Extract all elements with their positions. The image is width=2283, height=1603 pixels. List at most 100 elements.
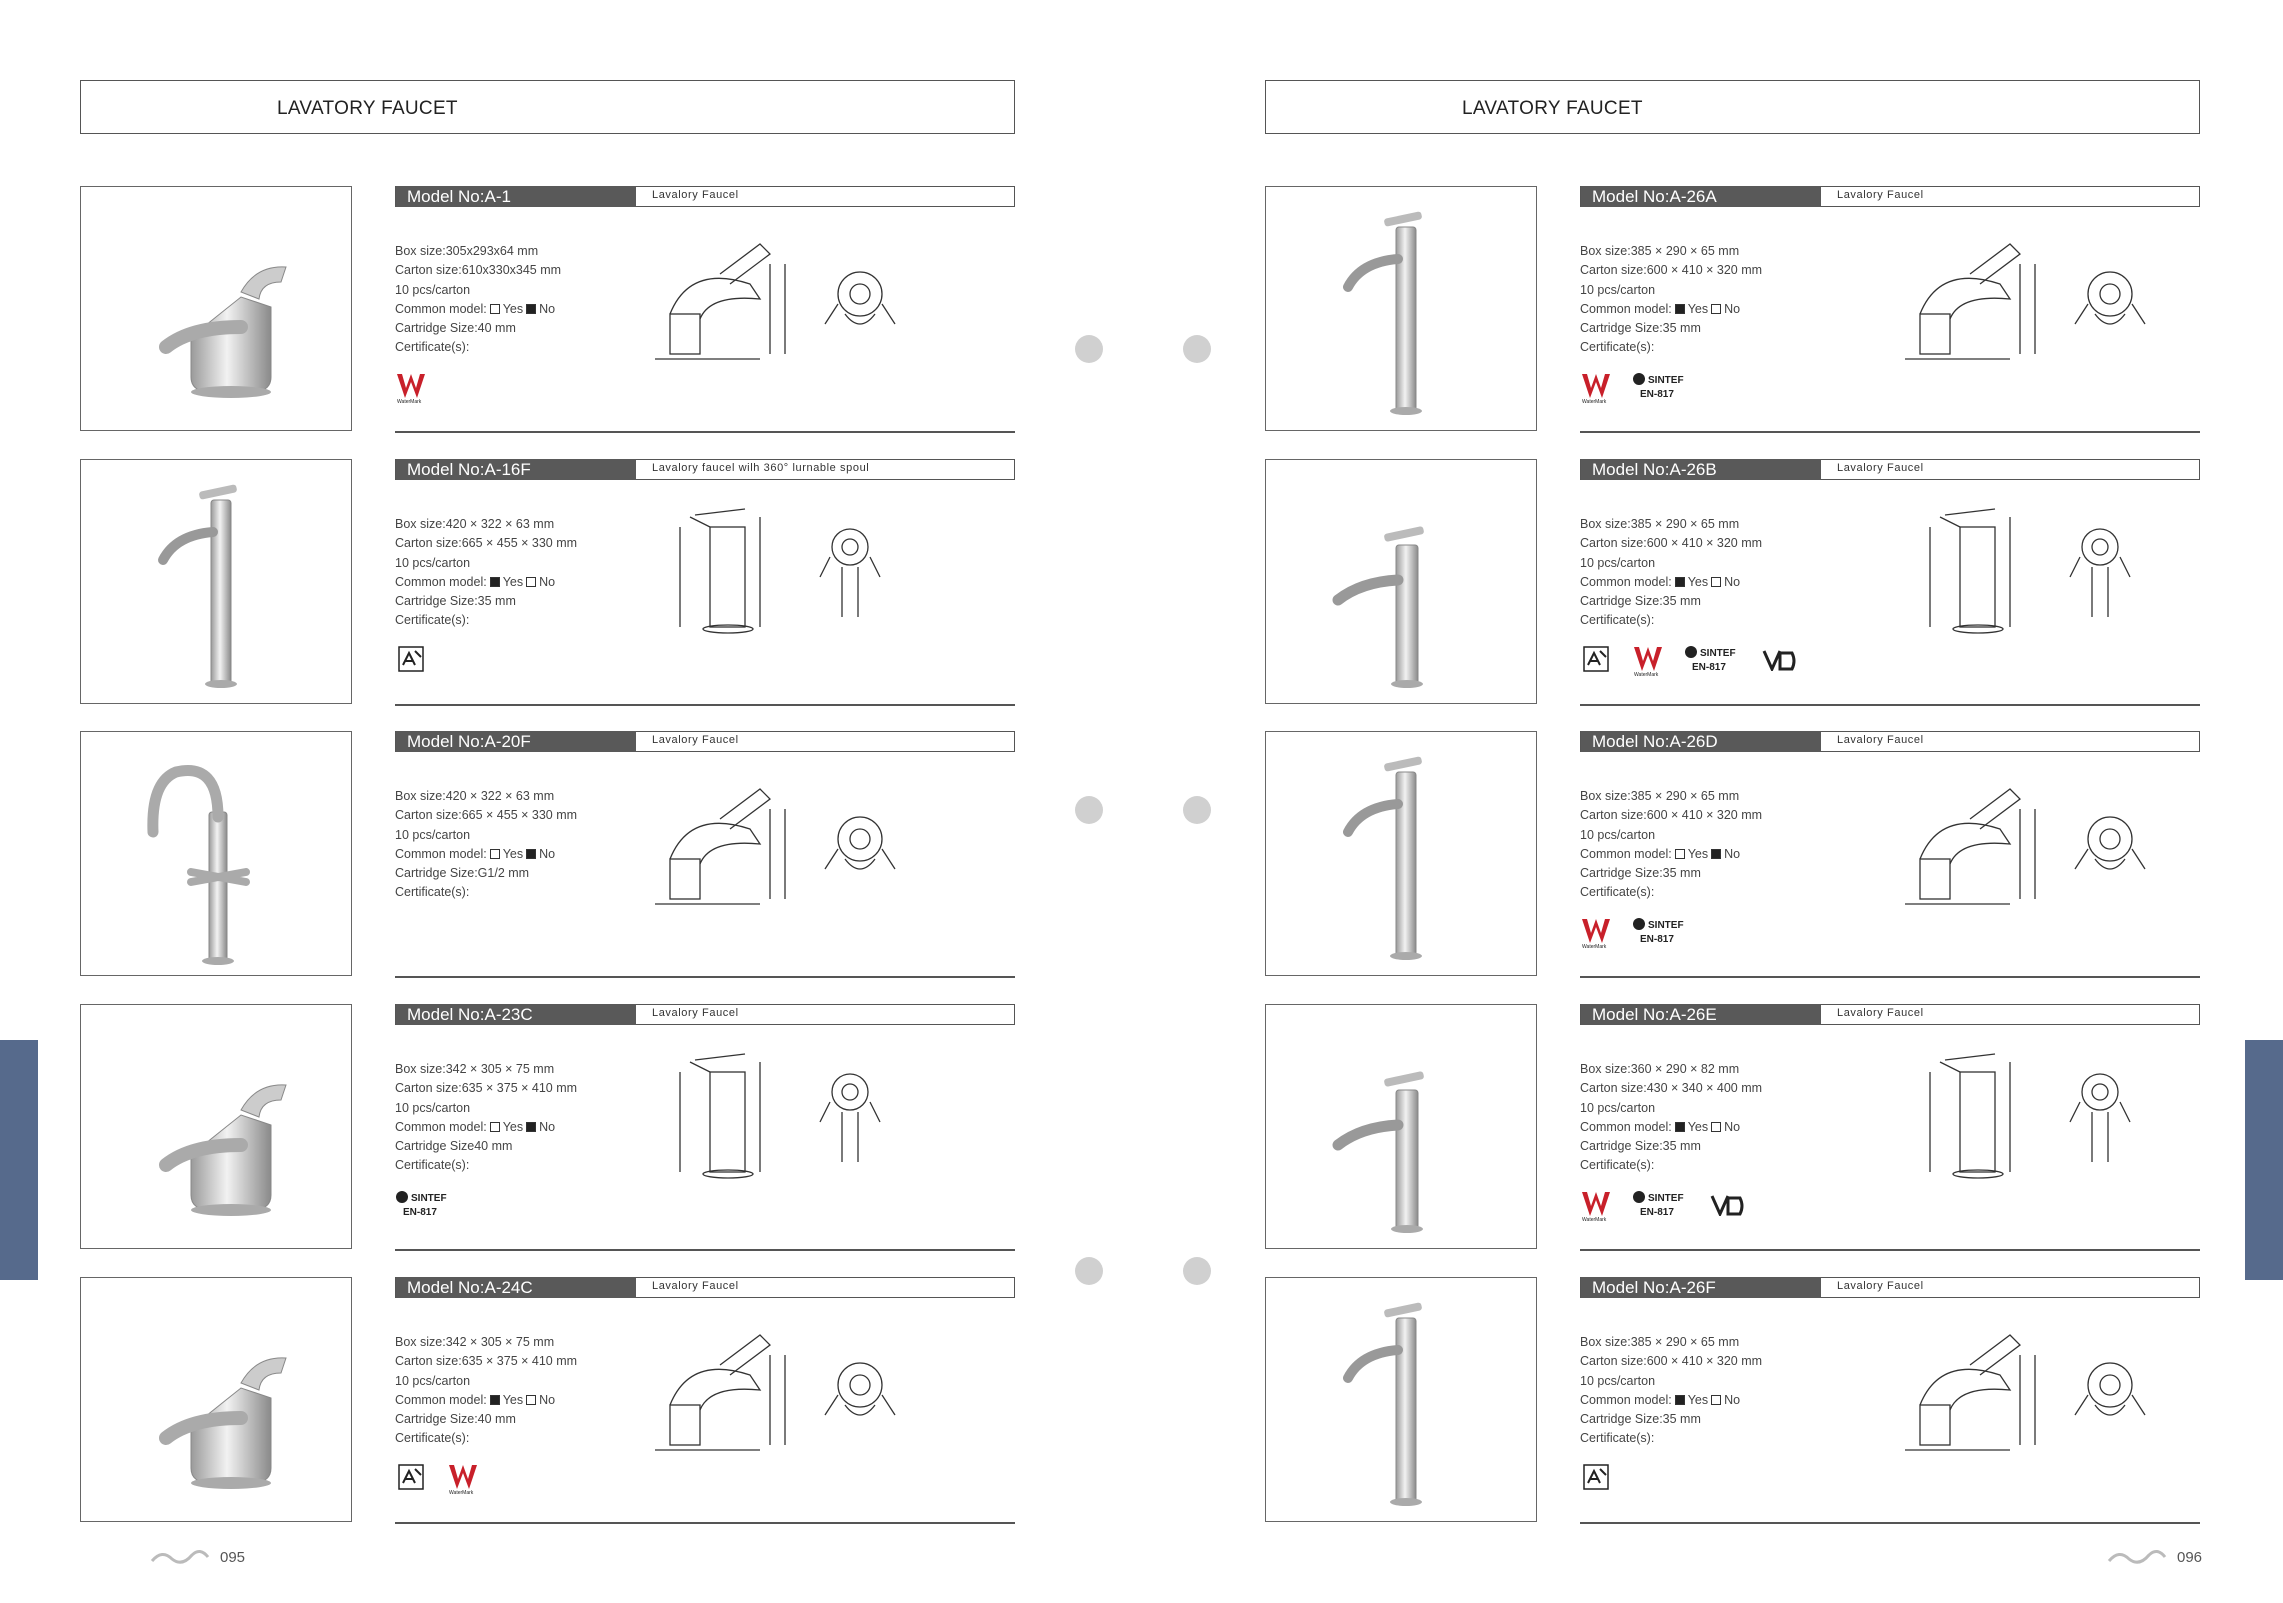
page-number: 096: [2177, 1549, 2203, 1566]
watermark-cert-icon: WaterMark: [395, 370, 437, 409]
watermark-cert-icon: WaterMark: [447, 1461, 489, 1500]
product-photo: [80, 731, 352, 976]
carton-size: Carton size:600 × 410 × 320 mm: [1580, 536, 1763, 551]
watermark-cert-icon: WaterMark: [1632, 643, 1674, 682]
no-label: No: [1724, 1119, 1741, 1134]
no-label: No: [539, 1119, 556, 1134]
technical-drawing: [1929, 1053, 2131, 1179]
page-header-title: LAVATORY FAUCET: [1462, 98, 1643, 119]
side-index-tab: [2245, 1040, 2283, 1280]
svg-text:EN-817: EN-817: [1640, 934, 1674, 945]
yes-label: Yes: [502, 574, 524, 589]
divider: [395, 704, 1015, 706]
no-checkbox: [1711, 1394, 1722, 1405]
no-checkbox: [526, 848, 537, 859]
product-photo: [80, 459, 352, 704]
acs-cert-icon: [1580, 643, 1612, 680]
dimension-drawing: [1900, 224, 2160, 374]
yes-checkbox: [1674, 303, 1685, 314]
faucet-photo: [159, 1357, 287, 1489]
cartridge-size: Cartridge Size:35 mm: [1580, 594, 1701, 609]
pcs-per-carton: 10 pcs/carton: [1580, 1373, 1656, 1388]
no-label: No: [539, 846, 556, 861]
yes-label: Yes: [502, 1392, 524, 1407]
divider: [395, 1522, 1015, 1524]
svg-text:SINTEF: SINTEF: [1648, 920, 1684, 931]
pcs-per-carton: 10 pcs/carton: [1580, 555, 1656, 570]
box-size: Box size:420 × 322 × 63 mm: [395, 789, 555, 803]
watermark-cert-icon: WaterMark: [1580, 915, 1622, 954]
product-photo: [1265, 1004, 1537, 1249]
box-size: Box size:385 × 290 × 65 mm: [1580, 244, 1740, 258]
divider: [395, 976, 1015, 978]
dimension-drawing: [1900, 769, 2160, 919]
divider: [395, 1249, 1015, 1251]
technical-drawing: [1905, 1334, 2146, 1451]
common-model-label: Common model:: [395, 301, 487, 316]
box-size: Box size:305x293x64 mm: [395, 244, 539, 258]
faucet-photo: [1343, 1302, 1422, 1506]
carton-size: Carton size:430 × 340 × 400 mm: [1580, 1081, 1763, 1096]
model-number: Model No:A-26B: [1581, 458, 1821, 480]
no-checkbox: [526, 1121, 537, 1132]
watermark-cert-icon: WaterMark: [1580, 1188, 1622, 1227]
faucet-photo: [1332, 526, 1424, 688]
carton-size: Carton size:635 × 375 × 410 mm: [395, 1081, 578, 1096]
yes-label: Yes: [1687, 301, 1709, 316]
svg-text:WaterMark: WaterMark: [1582, 1217, 1607, 1222]
product-photo: [1265, 186, 1537, 431]
no-label: No: [1724, 846, 1741, 861]
common-model-label: Common model:: [1580, 846, 1672, 861]
svg-text:WaterMark: WaterMark: [1634, 672, 1659, 677]
svg-text:WaterMark: WaterMark: [397, 399, 422, 404]
yes-checkbox: [489, 1394, 500, 1405]
certificates-label: Certificate(s):: [395, 613, 470, 628]
divider: [1580, 704, 2200, 706]
svg-text:SINTEF: SINTEF: [1648, 375, 1684, 386]
faucet-photo: [147, 765, 250, 965]
pcs-per-carton: 10 pcs/carton: [395, 282, 471, 297]
no-checkbox: [1711, 848, 1722, 859]
carton-size: Carton size:600 × 410 × 320 mm: [1580, 263, 1763, 278]
pcs-per-carton: 10 pcs/carton: [1580, 1100, 1656, 1115]
product-specs: Box size:385 × 290 × 65 mm Carton size:60…: [1580, 515, 1762, 631]
certificates-label: Certificate(s):: [395, 1431, 470, 1446]
yes-checkbox: [1674, 576, 1685, 587]
cartridge-size: Cartridge Size40 mm: [395, 1139, 513, 1154]
cartridge-size: Cartridge Size:35 mm: [395, 594, 516, 609]
pcs-per-carton: 10 pcs/carton: [1580, 282, 1656, 297]
binding-dot: [1183, 796, 1211, 824]
dimension-drawing: [1900, 1315, 2160, 1465]
model-number: Model No:A-1: [396, 185, 636, 207]
product-description: Lavalory Faucel: [1837, 189, 1924, 201]
technical-drawing: [655, 1334, 896, 1451]
common-model-label: Common model:: [395, 1119, 487, 1134]
watermark-cert-icon: WaterMark: [1580, 370, 1622, 409]
svg-text:EN-817: EN-817: [1640, 1207, 1674, 1218]
box-size: Box size:385 × 290 × 65 mm: [1580, 517, 1740, 531]
box-size: Box size:342 × 305 × 75 mm: [395, 1062, 555, 1076]
svg-text:SINTEF: SINTEF: [1700, 648, 1736, 659]
yes-checkbox: [489, 303, 500, 314]
acs-cert-icon: [395, 1461, 427, 1498]
technical-drawing: [1929, 508, 2131, 634]
